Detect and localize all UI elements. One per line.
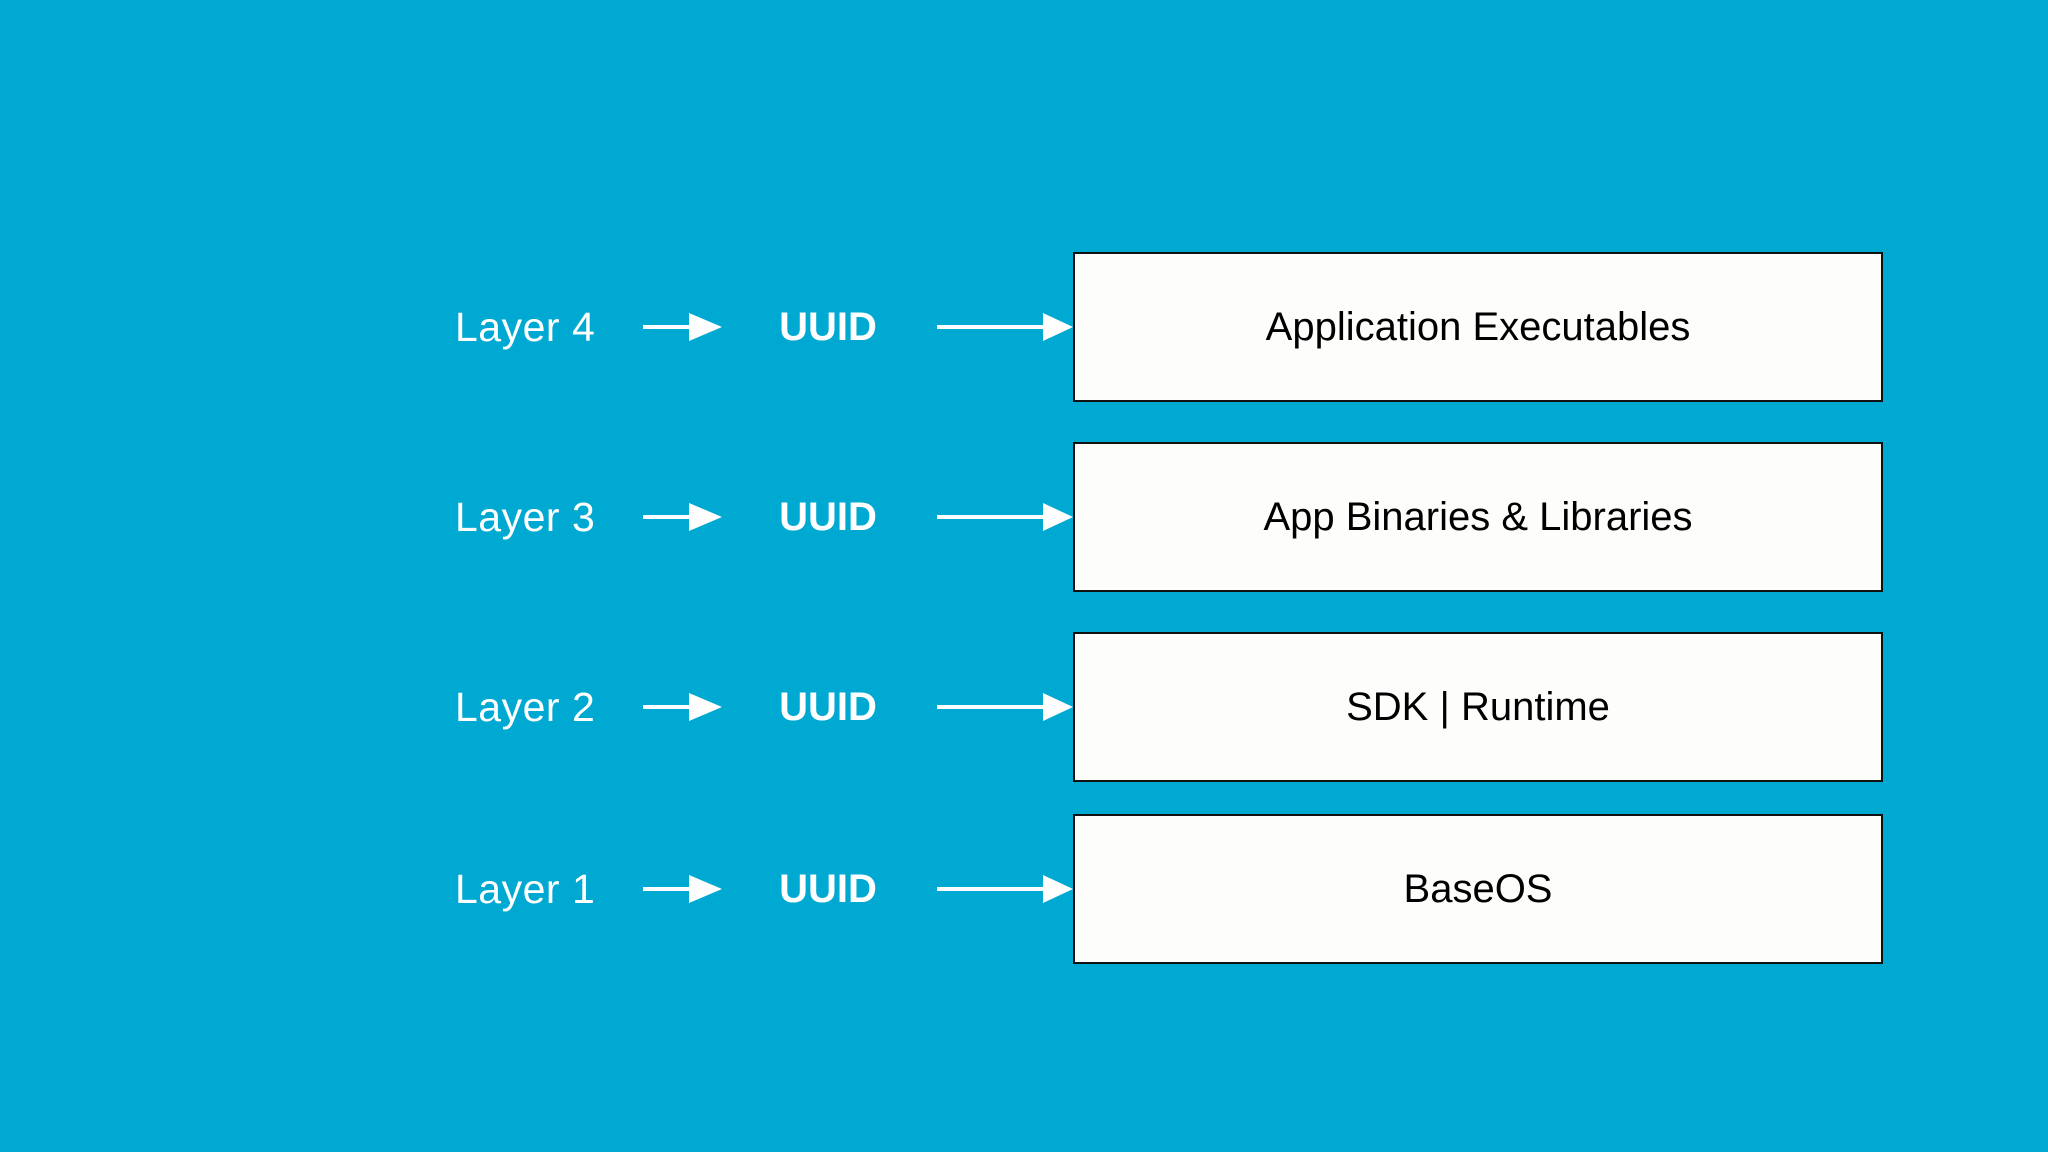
arrow-right-icon <box>937 313 1073 341</box>
uuid-label: UUID <box>779 494 877 539</box>
arrow-right-icon <box>643 875 722 903</box>
layer-box: Application Executables <box>1073 252 1883 402</box>
arrow-right-icon <box>937 875 1073 903</box>
layer-label: Layer 3 <box>455 493 596 540</box>
layer-row-4: Layer 4 UUID Application Executables <box>455 252 1883 402</box>
arrow-right-icon <box>643 313 722 341</box>
layer-row-1: Layer 1 UUID BaseOS <box>455 814 1883 964</box>
layer-box: SDK | Runtime <box>1073 632 1883 782</box>
layer-box: BaseOS <box>1073 814 1883 964</box>
layer-box-label: App Binaries & Libraries <box>1263 494 1693 539</box>
layer-label: Layer 4 <box>455 303 596 350</box>
layer-row-3: Layer 3 UUID App Binaries & Libraries <box>455 442 1883 592</box>
arrow-right-icon <box>643 693 722 721</box>
uuid-label: UUID <box>779 866 877 911</box>
uuid-label: UUID <box>779 684 877 729</box>
layer-box-label: BaseOS <box>1403 866 1553 911</box>
layer-box-label: Application Executables <box>1265 304 1691 349</box>
arrow-right-icon <box>937 503 1073 531</box>
layer-row-2: Layer 2 UUID SDK | Runtime <box>455 632 1883 782</box>
layer-box: App Binaries & Libraries <box>1073 442 1883 592</box>
layer-label: Layer 1 <box>455 865 596 912</box>
arrow-right-icon <box>937 693 1073 721</box>
uuid-label: UUID <box>779 304 877 349</box>
arrow-right-icon <box>643 503 722 531</box>
layer-box-label: SDK | Runtime <box>1346 684 1610 729</box>
layer-label: Layer 2 <box>455 683 596 730</box>
